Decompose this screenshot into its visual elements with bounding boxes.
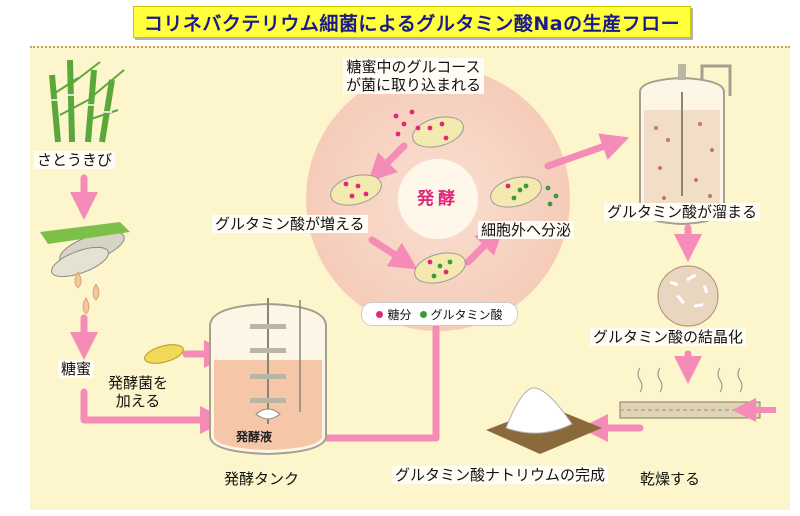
label-glucose: 糖蜜中のグルコース が菌に取り込まれる xyxy=(343,58,485,94)
fermentation-tank-icon xyxy=(209,298,327,456)
cell-increase xyxy=(330,174,382,206)
label-molasses: 糖蜜 xyxy=(58,360,95,378)
glutamate-dots xyxy=(431,183,559,279)
label-glucose-line1: 糖蜜中のグルコース xyxy=(346,58,481,76)
arrow-tank-to-ferment xyxy=(296,324,440,442)
sugar-dots xyxy=(343,109,511,275)
crusher-rollers-icon xyxy=(40,222,130,278)
arrow-glucose-to-cell xyxy=(368,142,408,182)
label-tank: 発酵タンク xyxy=(224,470,300,488)
ferment-inner-circle xyxy=(398,159,478,239)
label-accumulate: グルタミン酸が溜まる xyxy=(604,203,761,221)
label-sugarcane: さとうきび xyxy=(34,151,116,169)
label-tank-liquid: 発酵液 xyxy=(236,430,273,444)
label-glucose-line2: が菌に取り込まれる xyxy=(346,76,482,94)
label-secretion: 細胞外へ分泌 xyxy=(478,221,575,239)
label-crystallize: グルタミン酸の結晶化 xyxy=(590,328,747,346)
crystal-icon xyxy=(657,265,719,327)
page-title: コリネバクテリウム細菌によるグルタミン酸Naの生産フロー xyxy=(133,6,691,38)
label-complete: グルタミン酸ナトリウムの完成 xyxy=(392,466,609,484)
legend-sugar: 糖分 xyxy=(387,307,412,322)
storage-tank-particles xyxy=(654,122,714,200)
molasses-drops-icon xyxy=(74,271,100,315)
dryer-icon xyxy=(619,367,761,419)
label-add-bacteria-line2: 加える xyxy=(115,392,161,410)
legend-glutamate: グルタミン酸 xyxy=(430,307,503,322)
label-add-bacteria-line1: 発酵菌を xyxy=(108,374,169,392)
product-pile-icon xyxy=(486,387,602,454)
label-ferment: 発酵 xyxy=(417,189,459,209)
legend-sugar-dot xyxy=(376,310,384,318)
legend: 糖分 グルタミン酸 xyxy=(361,302,518,326)
label-glutamate-increase: グルタミン酸が増える xyxy=(212,215,368,233)
sugarcane-icon xyxy=(49,59,125,143)
arrow-secrete-to-tank xyxy=(544,133,630,170)
label-dry: 乾燥する xyxy=(640,470,701,488)
bacteria-icon xyxy=(144,344,184,364)
arrow-molasses-to-tank xyxy=(80,388,228,434)
legend-glutamate-dot xyxy=(419,310,427,318)
arrow-cells-to-secrete xyxy=(464,226,504,266)
storage-tank-icon xyxy=(639,64,732,226)
cane-segments-icon xyxy=(50,94,112,113)
label-add-bacteria: 発酵菌を 加える xyxy=(108,374,168,410)
arrow-increase-to-cells xyxy=(368,236,418,270)
cell-glucose xyxy=(412,116,464,148)
cell-secrete xyxy=(490,176,542,208)
